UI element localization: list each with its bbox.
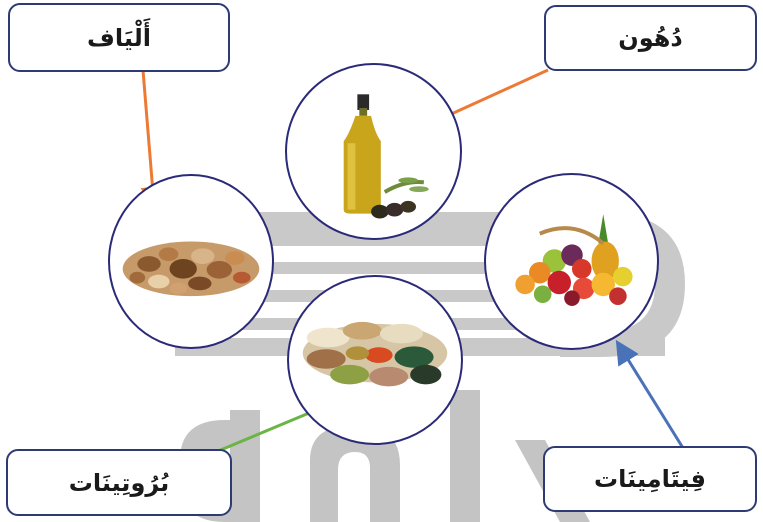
legumes-and-grains-image <box>302 321 448 387</box>
label-vitamins-text: فِيتَامِينَات <box>594 465 706 493</box>
arrow-fibers <box>140 57 165 211</box>
mixed-nuts-image <box>122 241 260 297</box>
fruit-basket-image <box>515 214 633 306</box>
label-fats: دُهُون <box>544 5 757 71</box>
olive-oil-bottle-image <box>343 94 429 219</box>
label-proteins: بُرُوتِينَات <box>6 449 232 516</box>
label-vitamins: فِيتَامِينَات <box>543 446 757 512</box>
circle-vitamins <box>484 173 659 350</box>
arrow-vitamins <box>615 339 685 449</box>
circle-proteins <box>287 275 463 445</box>
label-fibers-text: أَلْيَاف <box>87 23 151 52</box>
label-proteins-text: بُرُوتِينَات <box>68 468 170 497</box>
circle-fibers <box>108 174 274 349</box>
label-fibers: أَلْيَاف <box>8 3 230 72</box>
circle-fats <box>285 63 462 240</box>
label-fats-text: دُهُون <box>618 24 683 52</box>
